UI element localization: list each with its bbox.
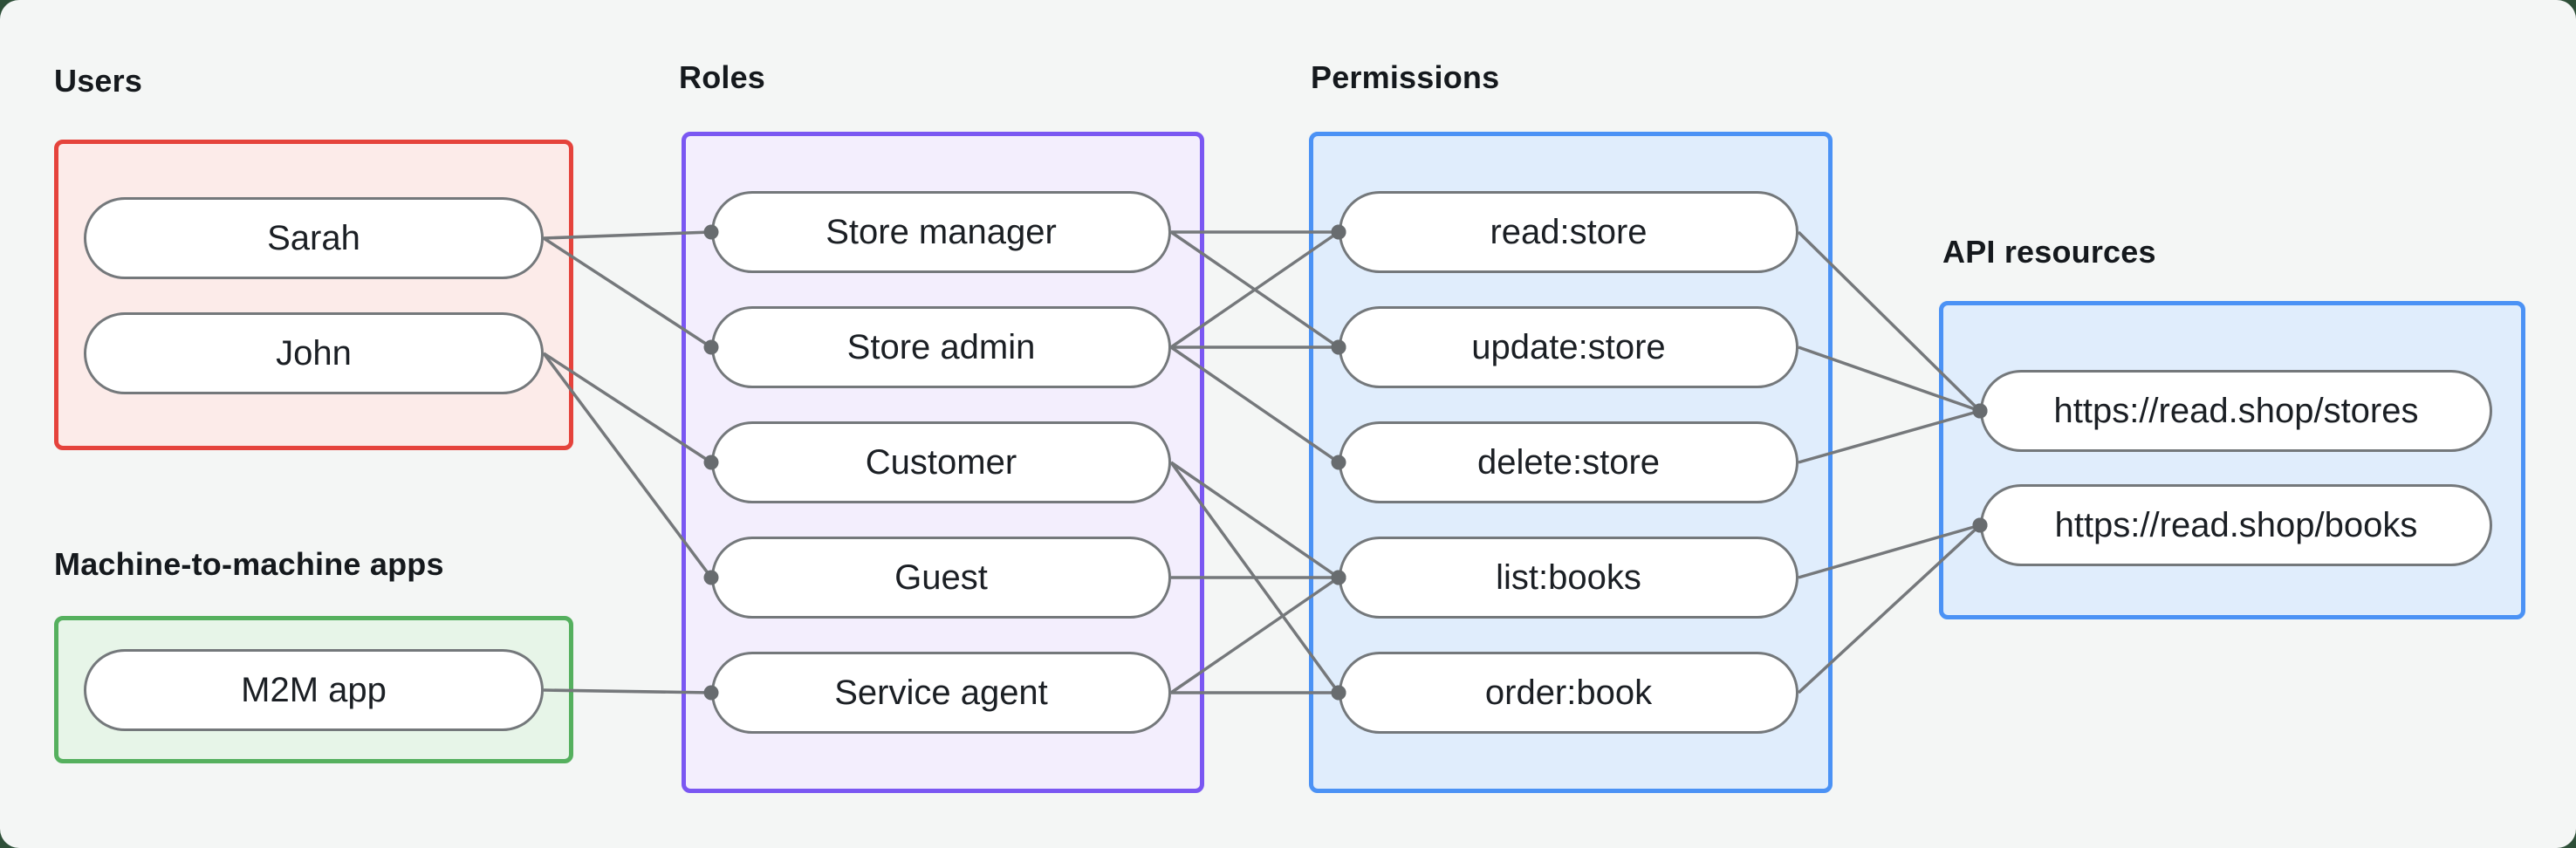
node-role-service-agent: Service agent <box>711 652 1171 734</box>
node-label: order:book <box>1484 673 1653 712</box>
node-label: update:store <box>1471 327 1666 366</box>
node-user-sarah: Sarah <box>84 197 544 279</box>
node-label: Store manager <box>826 212 1057 251</box>
machine-to-machine-group-box: M2M app <box>54 616 573 763</box>
node-label: Sarah <box>267 218 360 257</box>
node-label: Guest <box>894 557 988 597</box>
machine-to-machine-group-label: Machine-to-machine apps <box>54 546 444 582</box>
api-resources-group-box: https://read.shop/stores https://read.sh… <box>1939 301 2525 619</box>
users-group-label: Users <box>54 63 143 99</box>
node-label: M2M app <box>241 670 387 709</box>
node-role-store-manager: Store manager <box>711 191 1171 273</box>
node-m2m-app: M2M app <box>84 649 544 731</box>
node-label: Customer <box>865 442 1017 482</box>
node-permission-delete-store: delete:store <box>1339 421 1798 503</box>
users-group-box: Sarah John <box>54 140 573 450</box>
node-label: Service agent <box>834 673 1048 712</box>
node-role-guest: Guest <box>711 537 1171 619</box>
roles-group-label: Roles <box>679 59 766 95</box>
node-api-resource-books: https://read.shop/books <box>1980 484 2492 566</box>
node-label: list:books <box>1496 557 1641 597</box>
node-user-john: John <box>84 312 544 394</box>
node-role-customer: Customer <box>711 421 1171 503</box>
node-label: delete:store <box>1476 442 1661 482</box>
node-label: https://read.shop/books <box>2054 505 2418 544</box>
node-label: read:store <box>1490 212 1648 251</box>
node-label: Store admin <box>846 327 1036 366</box>
permissions-group-box: read:store update:store delete:store lis… <box>1309 132 1833 793</box>
node-permission-read-store: read:store <box>1339 191 1798 273</box>
api-resources-group-label: API resources <box>1942 234 2156 270</box>
node-permission-update-store: update:store <box>1339 306 1798 388</box>
node-permission-list-books: list:books <box>1339 537 1798 619</box>
node-label: https://read.shop/stores <box>2053 391 2419 430</box>
node-role-store-admin: Store admin <box>711 306 1171 388</box>
node-api-resource-stores: https://read.shop/stores <box>1980 370 2492 452</box>
roles-group-box: Store manager Store admin Customer Guest… <box>682 132 1204 793</box>
node-permission-order-book: order:book <box>1339 652 1798 734</box>
node-label: John <box>276 333 352 373</box>
permissions-group-label: Permissions <box>1311 59 1500 95</box>
